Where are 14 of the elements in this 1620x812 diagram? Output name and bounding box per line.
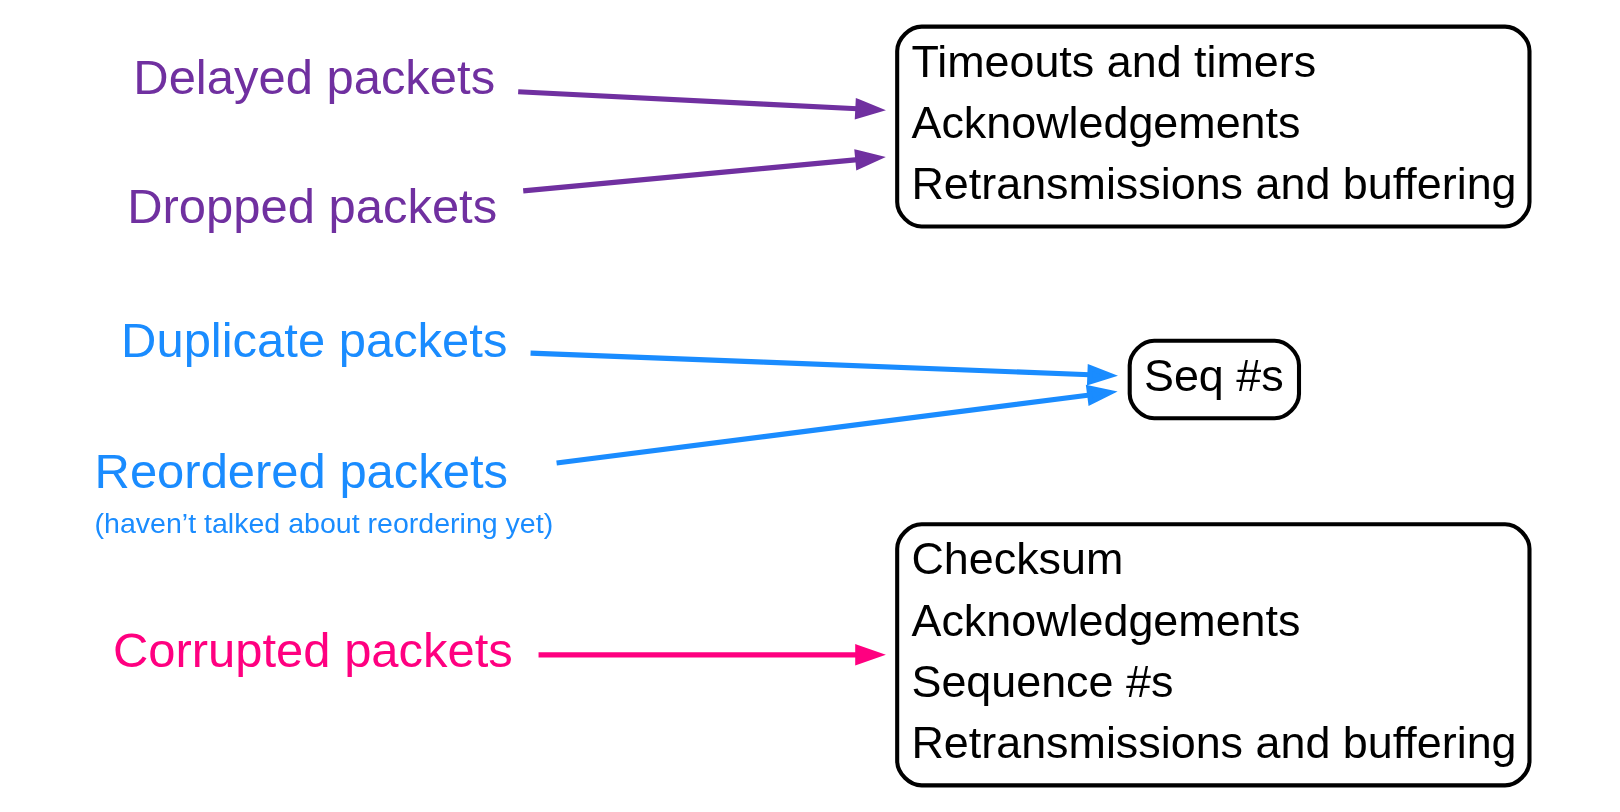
arrow [538, 644, 886, 666]
node-text: Corrupted packets [112, 623, 513, 678]
node-label: (haven’t talked about reordering yet) [94, 506, 553, 539]
arrow [522, 149, 886, 194]
node-text: Delayed packets [132, 50, 495, 105]
node-box: Seq #s [1127, 338, 1301, 421]
node-text: Duplicate packets [120, 313, 507, 368]
node-box: Checksum Acknowledgements Sequence #s Retransmissions and buffering [894, 522, 1531, 788]
node-box: Timeouts and timers Acknowledgements Retransmissions and buffering [894, 24, 1531, 229]
arrow [555, 384, 1118, 466]
arrow [517, 89, 886, 120]
node-text: Dropped packets [126, 178, 497, 233]
node-text: Reordered packets [94, 443, 508, 498]
arrow [529, 350, 1118, 386]
